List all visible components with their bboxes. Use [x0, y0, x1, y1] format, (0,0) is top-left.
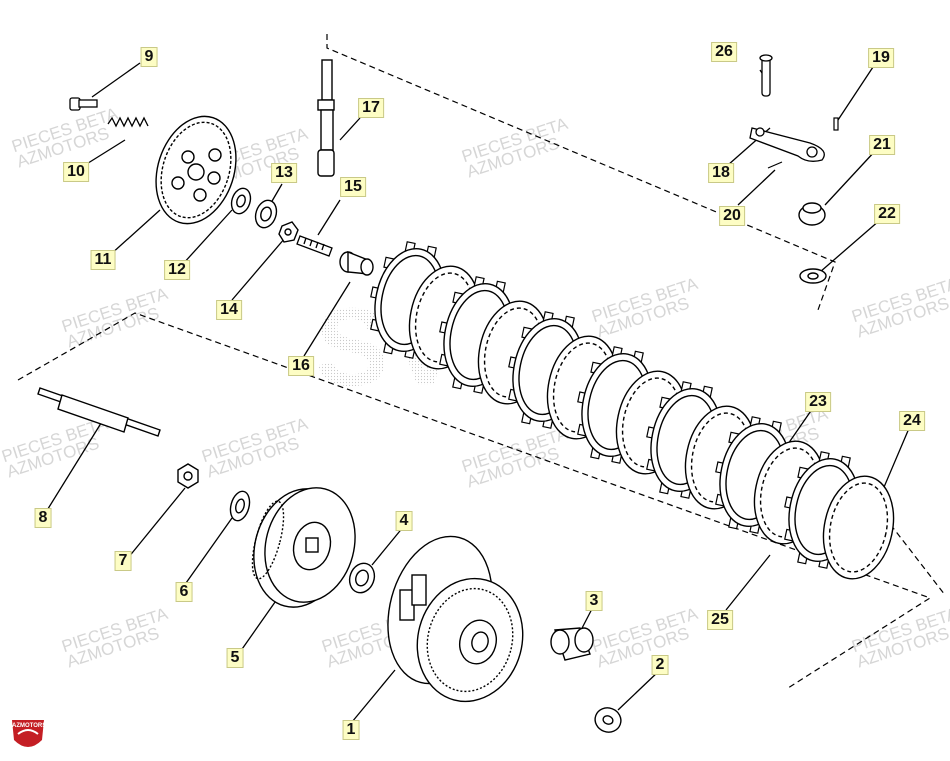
- callout-21: 21: [869, 135, 895, 155]
- callout-16: 16: [288, 356, 314, 376]
- part-8-shaft: [37, 387, 161, 437]
- callout-22: 22: [874, 204, 900, 224]
- callout-7: 7: [114, 551, 132, 571]
- callout-4: 4: [395, 511, 413, 531]
- part-9-bolt: [69, 97, 98, 111]
- callout-19: 19: [868, 48, 894, 68]
- callout-10: 10: [63, 162, 89, 182]
- callout-23: 23: [805, 392, 831, 412]
- part-6-washer: [229, 490, 251, 522]
- part-3-bushing: [550, 627, 594, 661]
- logo-text: AZMOTORS: [12, 723, 47, 729]
- callout-26: 26: [711, 42, 737, 62]
- callout-3: 3: [585, 591, 603, 611]
- callout-13: 13: [271, 163, 297, 183]
- callout-8: 8: [34, 508, 52, 528]
- callout-14: 14: [216, 300, 242, 320]
- part-15-stud: [296, 235, 333, 257]
- callout-24: 24: [899, 411, 925, 431]
- callout-5: 5: [226, 648, 244, 668]
- part-1-clutch-basket: [387, 535, 524, 703]
- callout-18: 18: [708, 163, 734, 183]
- callout-20: 20: [719, 206, 745, 226]
- part-10-spring: [107, 116, 149, 128]
- callout-11: 11: [90, 250, 116, 270]
- part-26-pin: [759, 54, 773, 97]
- callout-2: 2: [651, 655, 669, 675]
- part-17-pushrod: [317, 59, 335, 177]
- part-7-nut: [177, 463, 199, 489]
- callout-25: 25: [707, 610, 733, 630]
- callout-6: 6: [175, 582, 193, 602]
- callout-15: 15: [340, 177, 366, 197]
- part-14-nut: [278, 221, 299, 243]
- callout-12: 12: [164, 260, 190, 280]
- callout-1: 1: [342, 720, 360, 740]
- leader-lines: [45, 62, 911, 723]
- part-22-washer: [799, 268, 827, 284]
- clutch-plate-stack: [370, 241, 895, 580]
- part-20-screw: [767, 161, 783, 169]
- part-19-screw: [833, 117, 839, 131]
- steel-plate: [822, 475, 895, 580]
- callout-17: 17: [358, 98, 384, 118]
- part-11-pressure-plate: [155, 115, 237, 225]
- part-18-release-lever: [749, 127, 825, 162]
- azmotors-logo: [12, 720, 44, 747]
- part-4-washer: [348, 562, 376, 594]
- part-16-bushing: [339, 250, 374, 276]
- part-21-bushing: [798, 202, 826, 226]
- part-5-inner-hub: [251, 487, 356, 608]
- part-2-washer: [594, 707, 622, 733]
- part-12-washer: [230, 187, 252, 215]
- callout-9: 9: [140, 47, 158, 67]
- part-13-bearing: [254, 199, 278, 229]
